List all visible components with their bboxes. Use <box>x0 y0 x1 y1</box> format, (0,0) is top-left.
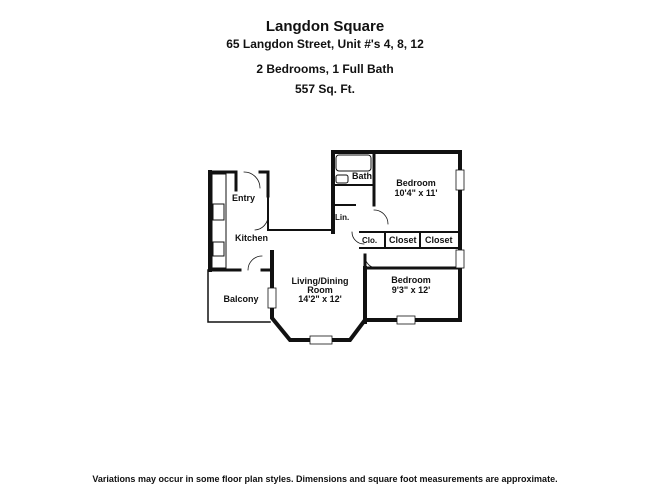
window-bay-west <box>267 287 277 309</box>
bedroom1-door-swing <box>373 209 389 225</box>
entry-door-swing <box>243 171 261 189</box>
unit-summary: 2 Bedrooms, 1 Full Bath <box>256 62 394 76</box>
disclaimer: Variations may occur in some floor plan … <box>92 474 558 484</box>
label-bedroom1: Bedroom <box>396 178 436 188</box>
label-linen: Lin. <box>335 213 349 222</box>
label-closet1: Closet <box>389 235 417 245</box>
wall-living-north <box>267 195 334 231</box>
label-living: Living/Dining <box>292 276 349 286</box>
kitchen-door-swing <box>254 215 269 231</box>
label-living-room: Room <box>307 285 333 295</box>
label-bath: Bath <box>352 171 372 181</box>
label-balcony: Balcony <box>223 294 258 304</box>
wall-kitchen-east <box>260 250 274 272</box>
wall-entry-east <box>258 170 270 198</box>
label-kitchen: Kitchen <box>235 233 268 243</box>
window-bedroom1 <box>455 169 465 191</box>
window-bedroom2-east <box>455 249 465 269</box>
kitchen-sink <box>212 241 225 257</box>
wall-closets <box>359 231 461 249</box>
label-bedroom2: Bedroom <box>391 275 431 285</box>
label-bedroom1-dims: 10'4" x 11' <box>394 188 437 198</box>
wall-closet-dividers <box>384 231 421 249</box>
plan-title: Langdon Square <box>265 18 385 35</box>
kitchen-counter <box>211 173 227 269</box>
label-clo: Clo. <box>362 236 377 245</box>
window-bay <box>309 335 333 345</box>
living-door-swing <box>351 231 365 245</box>
toilet <box>335 174 349 184</box>
kitchen-stove <box>212 203 225 221</box>
window-bedroom2-south <box>396 315 416 325</box>
wall-bedroom2-north <box>363 253 462 270</box>
label-closet2: Closet <box>425 235 453 245</box>
balcony-rail <box>207 269 271 323</box>
plan-address: 65 Langdon Street, Unit #'s 4, 8, 12 <box>226 37 424 51</box>
bathtub <box>335 154 372 172</box>
square-footage: 557 Sq. Ft. <box>294 82 356 96</box>
label-living-dims: 14'2" x 12' <box>298 294 342 304</box>
wall-entry-north <box>208 170 238 192</box>
balcony-door-swing <box>247 255 263 271</box>
label-bedroom2-dims: 9'3" x 12' <box>392 285 431 295</box>
label-entry: Entry <box>232 193 255 203</box>
bedroom2-door-swing <box>364 254 379 269</box>
